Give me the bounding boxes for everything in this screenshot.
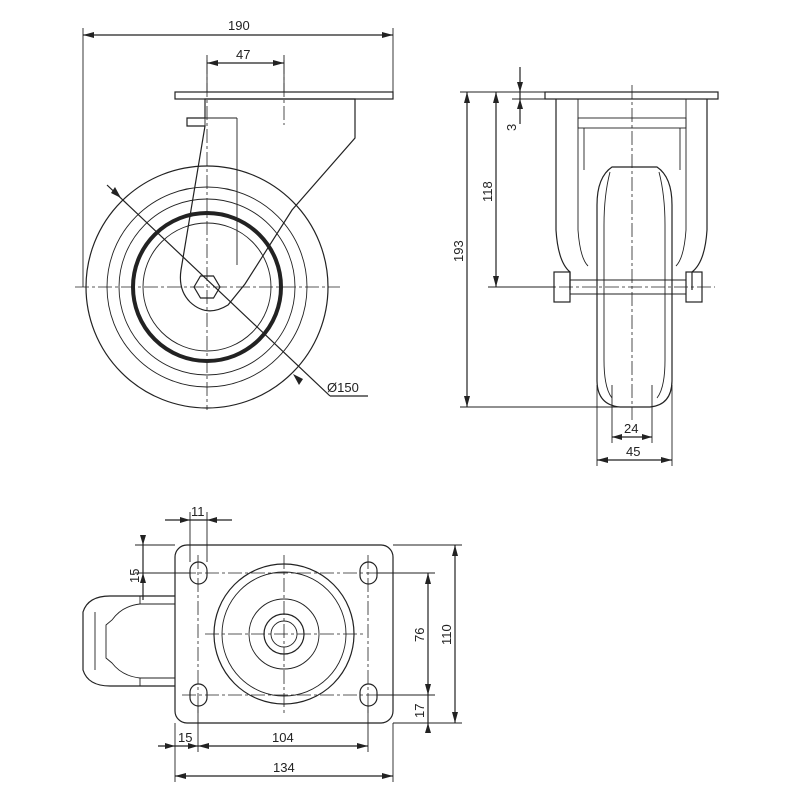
diameter-label: Ø150 — [327, 380, 359, 395]
dim-193-arrow-top — [464, 92, 470, 103]
dim-3-arrow-bottom — [517, 99, 523, 109]
dim-11-arrow-left — [180, 517, 190, 523]
front-top-plate — [544, 91, 719, 100]
dim-193-arrow-bottom — [464, 396, 470, 407]
dim-190-label: 190 — [228, 18, 250, 33]
dim-15y-arrow-top — [140, 535, 146, 545]
dim-15y-arrow-bottom — [140, 573, 146, 583]
dim-134-label: 134 — [273, 760, 295, 775]
dim-47-label: 47 — [236, 47, 250, 62]
front-fork-left-leg — [555, 99, 571, 290]
dim-110-arrow-bottom — [452, 712, 458, 723]
diameter-arrow-bottom — [293, 374, 303, 385]
dim-118-arrow-top — [493, 92, 499, 103]
dim-45-arrow-left — [597, 457, 608, 463]
diameter-leader — [106, 184, 331, 397]
dim-24-label: 24 — [624, 421, 638, 436]
dim-15x-label: 15 — [178, 730, 192, 745]
mounting-plate — [174, 544, 394, 724]
dim-118-label: 118 — [480, 181, 495, 202]
dim-134-arrow-left — [175, 773, 186, 779]
swivel-fork — [179, 98, 356, 312]
dim-17-label: 17 — [412, 704, 427, 718]
side-view: Ø150 190 47 — [75, 18, 394, 410]
dim-47-arrow-right — [273, 60, 284, 66]
front-wheel-rim — [603, 171, 613, 399]
front-fork-left-inner — [577, 99, 589, 267]
dim-76-label: 76 — [412, 628, 427, 642]
top-wheel-inner — [105, 603, 175, 679]
dim-104-arrow-right — [357, 743, 368, 749]
dim-110-arrow-top — [452, 545, 458, 556]
top-wheel-outline — [82, 595, 175, 687]
dim-3-label: 3 — [504, 124, 519, 131]
bearing-mid-circle — [248, 598, 320, 670]
dim-104-arrow-left — [198, 743, 209, 749]
dim-76-arrow-top — [425, 573, 431, 584]
top-view: 11 15 76 110 17 15 10 — [82, 504, 462, 782]
dim-15x-arrow-left — [165, 743, 175, 749]
dim-15x-arrow-right — [188, 743, 198, 749]
dim-118-arrow-bottom — [493, 276, 499, 287]
dim-3-arrow-top — [517, 82, 523, 92]
dim-134-arrow-right — [382, 773, 393, 779]
dim-15y-label: 15 — [127, 569, 142, 583]
dim-104-label: 104 — [272, 730, 294, 745]
dim-24-arrow-right — [642, 434, 652, 440]
dim-110-label: 110 — [439, 624, 454, 645]
dim-11-label: 11 — [191, 504, 205, 519]
front-fork-right-leg — [691, 99, 708, 290]
front-wheel-outer — [596, 166, 673, 408]
dim-17-arrow-bottom — [425, 723, 431, 733]
front-fork-right-inner — [675, 99, 687, 267]
dim-45-label: 45 — [626, 444, 640, 459]
dim-45-arrow-right — [661, 457, 672, 463]
dim-193-label: 193 — [451, 240, 466, 262]
dim-47-arrow-left — [207, 60, 218, 66]
front-wheel-rim-right — [656, 171, 666, 399]
dim-190-arrow-left — [83, 32, 94, 38]
front-view: 3 118 193 24 45 — [451, 67, 719, 466]
dim-190-arrow-right — [382, 32, 393, 38]
dim-11-arrow-right — [207, 517, 217, 523]
diameter-arrow-top — [111, 187, 121, 198]
dim-24-arrow-left — [612, 434, 622, 440]
dim-76-arrow-bottom — [425, 684, 431, 695]
